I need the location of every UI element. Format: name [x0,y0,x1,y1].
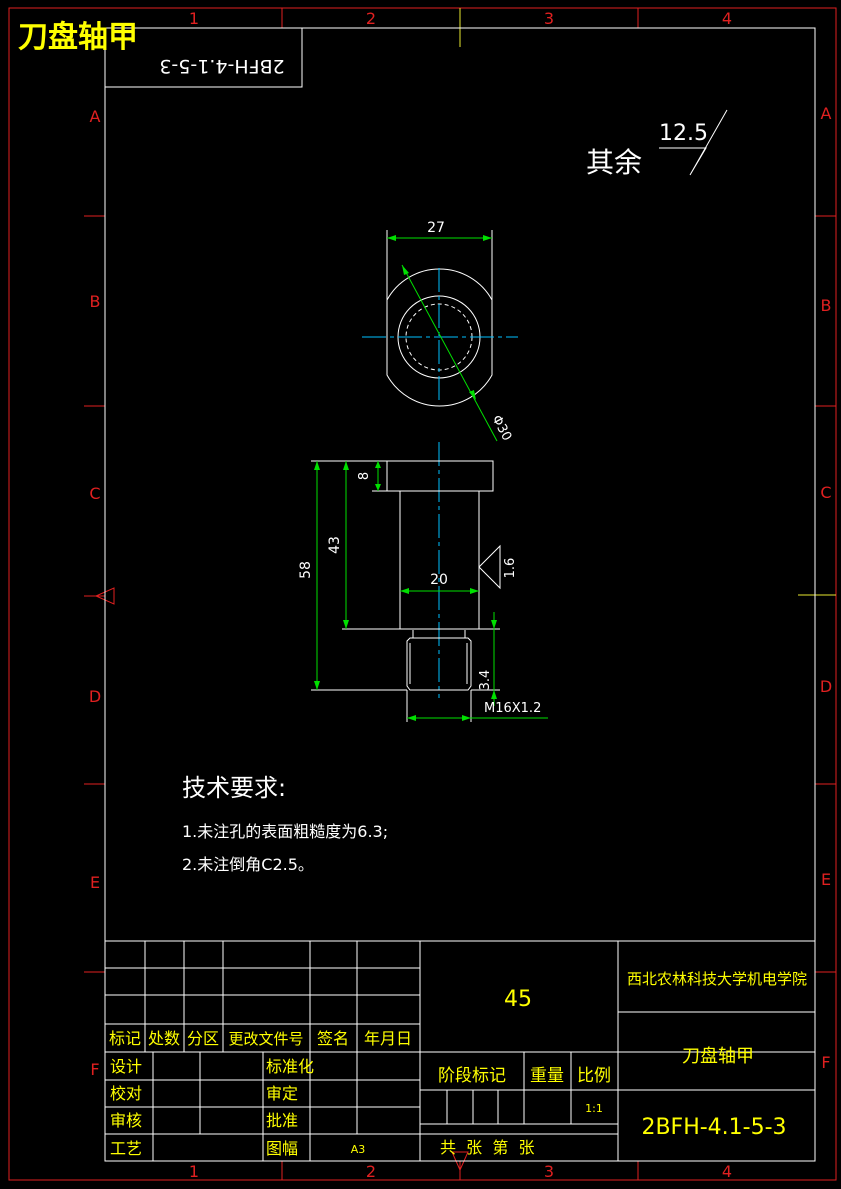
grid-labels: 1 2 3 4 1 2 3 4 A B C D E F A B C D E F [89,9,832,1181]
dim-roughness-16: 1.6 [503,558,518,579]
tb-header-count: 处数 [148,1029,180,1048]
tb-header-change: 更改文件号 [228,1030,303,1048]
roughness-value: 12.5 [659,121,708,146]
tb-header-zone: 分区 [187,1029,219,1048]
thread-section [406,637,472,691]
tb-label-ratify: 批准 [266,1111,298,1130]
tb-label-review: 审核 [110,1111,142,1130]
col-label-bottom-1: 1 [189,1162,199,1181]
tb-drawing-no: 2BFH-4.1-5-3 [641,1115,786,1140]
tech-heading: 技术要求: [182,774,286,802]
front-view: 58 43 8 20 3.4 M16X1.2 1.6 [298,442,548,722]
tb-institution: 西北农林科技大学机电学院 [627,970,807,988]
tb-sheet-count: 共 张 第 张 [440,1138,535,1157]
dim-width-20: 20 [430,572,448,588]
title-block [104,940,816,1162]
row-label-right-d: D [820,677,832,696]
row-label-left-c: C [89,484,100,503]
dim-height-43: 43 [327,536,343,554]
dim-height-34: 3.4 [478,670,493,691]
row-label-right-a: A [821,104,832,123]
top-view-outline [386,268,493,407]
row-label-left-b: B [90,292,101,311]
row-label-left-f: F [90,1060,99,1079]
title-block-text: 标记 处数 分区 更改文件号 签名 年月日 设计 校对 审核 工艺 标准化 审定… [109,970,807,1158]
col-label-bottom-4: 4 [722,1162,732,1181]
roughness-symbol-16 [478,544,501,590]
dim-height-58: 58 [298,561,314,579]
roughness-label: 其余 [586,146,642,179]
outer-frame [8,7,837,1181]
tb-part-name: 刀盘轴甲 [682,1046,754,1067]
stamp-code: 2BFH-4.1-5-3 [159,55,284,77]
row-label-left-a: A [90,107,101,126]
tb-header-sign: 签名 [317,1029,349,1048]
tb-label-process: 工艺 [110,1139,142,1158]
tech-requirements: 技术要求: 1.未注孔的表面粗糙度为6.3; 2.未注倒角C2.5。 [182,774,388,874]
tb-material: 45 [504,987,532,1012]
tech-item-1: 1.未注孔的表面粗糙度为6.3; [182,822,388,841]
row-label-right-b: B [821,296,832,315]
tb-scale-label: 比例 [577,1066,611,1086]
col-label-top-4: 4 [722,9,732,28]
tb-label-design: 设计 [110,1057,142,1076]
tb-stage-mark: 阶段标记 [438,1066,506,1086]
stamp-box [104,27,303,88]
tb-sheet-size: A3 [351,1143,366,1156]
tb-label-check: 校对 [110,1084,142,1103]
row-label-right-c: C [820,483,831,502]
col-label-bottom-3: 3 [544,1162,554,1181]
tb-label-approve: 审定 [266,1084,298,1103]
tb-weight: 重量 [530,1066,564,1086]
roughness-note: 其余 12.5 [586,109,728,179]
tb-label-sheet-format: 图幅 [266,1139,298,1158]
col-label-top-1: 1 [189,9,199,28]
row-label-right-f: F [821,1053,830,1072]
title-overlay: 刀盘轴甲 [18,20,138,55]
tb-scale-value: 1:1 [585,1102,603,1115]
col-label-top-2: 2 [366,9,376,28]
col-label-bottom-2: 2 [366,1162,376,1181]
row-label-left-d: D [89,687,101,706]
dim-thread: M16X1.2 [484,701,541,716]
tb-header-date: 年月日 [364,1029,412,1048]
row-label-left-e: E [90,873,100,892]
shaft-body [399,490,480,630]
tb-label-standard: 标准化 [266,1057,314,1076]
col-label-top-3: 3 [544,9,554,28]
tb-header-mark: 标记 [109,1029,141,1048]
dim-top-width: 27 [427,220,445,236]
tech-item-2: 2.未注倒角C2.5。 [182,855,314,874]
row-label-right-e: E [821,870,831,889]
dim-height-8: 8 [357,472,372,480]
diameter-leader [401,264,498,442]
